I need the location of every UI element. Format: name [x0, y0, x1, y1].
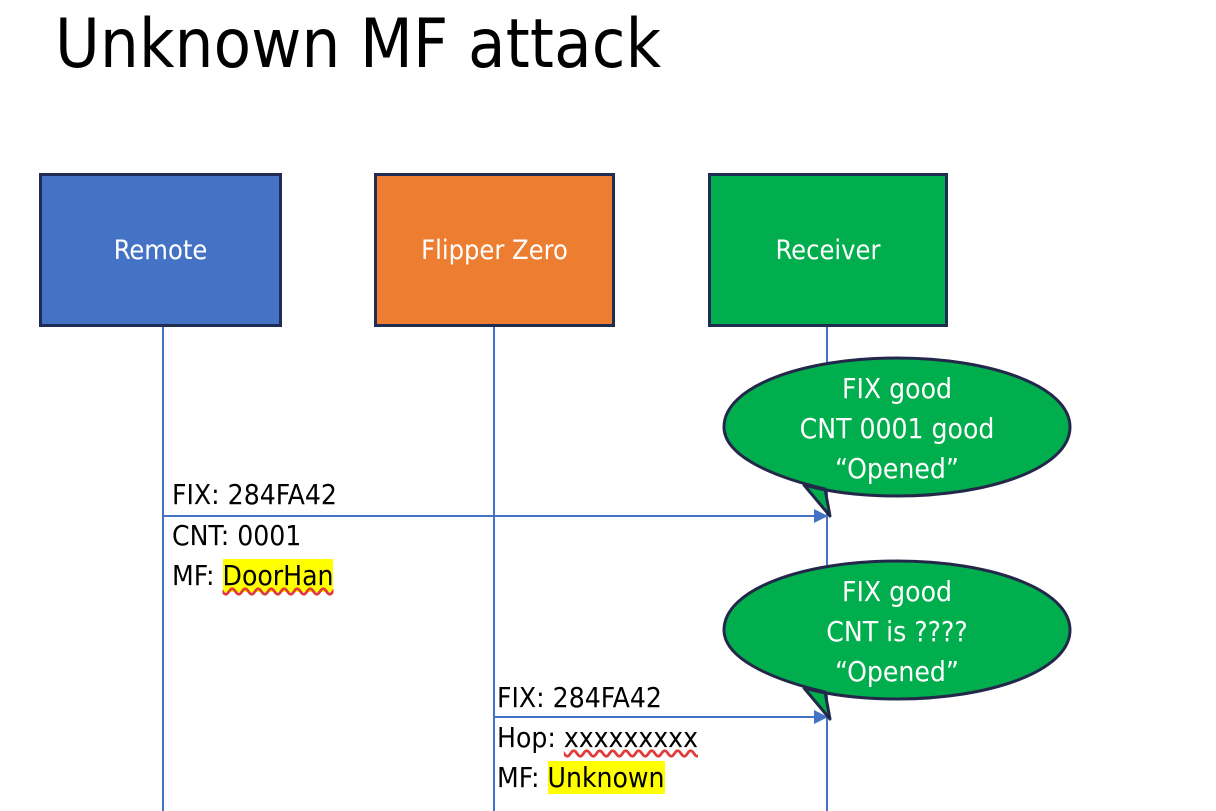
actor-box-remote[interactable]: Remote — [39, 173, 282, 327]
message-1-line-3-prefix: MF: — [172, 559, 223, 592]
actor-label-remote: Remote — [113, 234, 208, 266]
lifeline-flipper — [493, 326, 495, 811]
message-2-detail: Hop: xxxxxxxxx MF: Unknown — [497, 718, 698, 798]
message-1-line-1-value: 284FA42 — [227, 478, 337, 511]
actor-box-flipper[interactable]: Flipper Zero — [374, 173, 615, 327]
message-1-line-1-prefix: FIX: — [172, 478, 228, 511]
message-2-line-1-prefix: FIX: — [497, 681, 553, 714]
message-1-line-2-value: 0001 — [237, 519, 302, 552]
actor-label-flipper: Flipper Zero — [421, 234, 568, 266]
message-2-line-3: MF: Unknown — [497, 758, 698, 798]
message-1-text: FIX: 284FA42 — [172, 475, 337, 515]
message-2-line-2-prefix: Hop: — [497, 721, 564, 754]
speech-bubble-1[interactable]: FIX good CNT 0001 good “Opened” — [722, 356, 1072, 521]
message-1-line-2: CNT: 0001 — [172, 516, 333, 556]
message-2-line-2: Hop: xxxxxxxxx — [497, 718, 698, 758]
actor-label-receiver: Receiver — [775, 234, 881, 266]
message-1-line-2-prefix: CNT: — [172, 519, 238, 552]
message-2-line-3-prefix: MF: — [497, 761, 548, 794]
message-2-line-2-value: xxxxxxxxx — [563, 721, 698, 754]
actor-box-receiver[interactable]: Receiver — [708, 173, 948, 327]
lifeline-remote — [162, 326, 164, 811]
message-1-line-3: MF: DoorHan — [172, 556, 334, 596]
message-2-text: FIX: 284FA42 — [497, 678, 662, 718]
message-2-line-1-value: 284FA42 — [552, 681, 662, 714]
message-2-line-1: FIX: 284FA42 — [497, 678, 662, 718]
message-1-line-1: FIX: 284FA42 — [172, 475, 337, 515]
speech-bubble-1-shape — [722, 356, 1072, 518]
speech-bubble-2-shape — [722, 559, 1072, 721]
message-2-line-3-value: Unknown — [547, 761, 665, 794]
message-1-line-3-value: DoorHan — [222, 559, 334, 592]
message-arrow-1 — [163, 509, 828, 523]
message-1-detail: CNT: 0001 MF: DoorHan — [172, 516, 334, 596]
speech-bubble-2[interactable]: FIX good CNT is ???? “Opened” — [722, 559, 1072, 724]
page-title: Unknown MF attack — [55, 5, 662, 84]
